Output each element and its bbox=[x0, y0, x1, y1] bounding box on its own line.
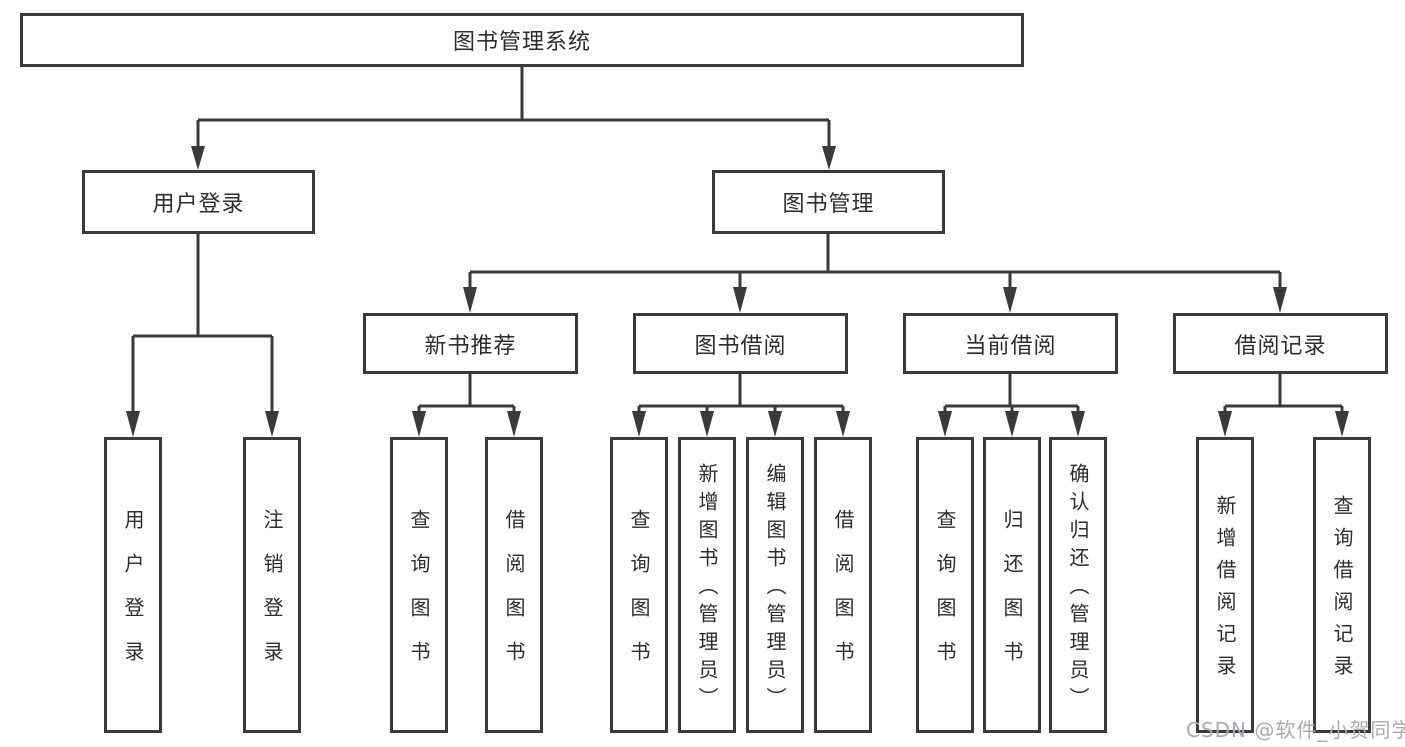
node-new-book-recommend-label: 新书推荐 bbox=[424, 333, 517, 359]
leaf-current-return-label: 归还图书 bbox=[1000, 509, 1024, 685]
leaf-records-add: 新增借阅记录 bbox=[1196, 437, 1254, 733]
node-user-login: 用户登录 bbox=[82, 170, 315, 234]
leaf-borrow-edit-admin-label: 编辑图书（管理员） bbox=[763, 463, 787, 715]
leaf-current-query: 查询图书 bbox=[916, 437, 974, 733]
leaf-current-return: 归还图书 bbox=[983, 437, 1041, 733]
leaf-borrow-add-admin-label: 新增图书（管理员） bbox=[695, 463, 719, 715]
leaf-records-add-label: 新增借阅记录 bbox=[1213, 495, 1237, 687]
leaf-current-confirm-admin-label: 确认归还（管理员） bbox=[1066, 463, 1090, 715]
node-book-borrow-label: 图书借阅 bbox=[694, 333, 787, 359]
node-borrow-records: 借阅记录 bbox=[1173, 313, 1388, 374]
leaf-records-query-label: 查询借阅记录 bbox=[1330, 495, 1354, 687]
node-root-label: 图书管理系统 bbox=[452, 30, 591, 55]
leaf-logout: 注销登录 bbox=[243, 437, 301, 733]
leaf-newbook-borrow-label: 借阅图书 bbox=[502, 509, 526, 685]
leaf-current-query-label: 查询图书 bbox=[933, 509, 957, 685]
leaf-user-login-label: 用户登录 bbox=[121, 509, 145, 685]
node-book-management-label: 图书管理 bbox=[782, 192, 875, 217]
arrow-down-icons bbox=[126, 146, 1349, 437]
node-book-management: 图书管理 bbox=[712, 170, 945, 234]
leaf-borrow-book: 借阅图书 bbox=[814, 437, 872, 733]
leaf-borrow-query-label: 查询图书 bbox=[627, 509, 651, 685]
leaf-user-login: 用户登录 bbox=[104, 437, 162, 733]
leaf-borrow-add-admin: 新增图书（管理员） bbox=[678, 437, 736, 733]
node-user-login-label: 用户登录 bbox=[152, 192, 245, 217]
node-new-book-recommend: 新书推荐 bbox=[363, 313, 578, 374]
csdn-watermark: CSDN @软件_小贺同学 bbox=[1186, 718, 1405, 742]
leaf-newbook-borrow: 借阅图书 bbox=[485, 437, 543, 733]
leaf-records-query: 查询借阅记录 bbox=[1313, 437, 1371, 733]
leaf-newbook-query: 查询图书 bbox=[390, 437, 448, 733]
leaf-borrow-edit-admin: 编辑图书（管理员） bbox=[746, 437, 804, 733]
node-root: 图书管理系统 bbox=[20, 13, 1024, 67]
node-book-borrow: 图书借阅 bbox=[633, 313, 848, 374]
leaf-newbook-query-label: 查询图书 bbox=[407, 509, 431, 685]
node-current-borrow-label: 当前借阅 bbox=[964, 333, 1057, 359]
node-current-borrow: 当前借阅 bbox=[903, 313, 1118, 374]
leaf-current-confirm-admin: 确认归还（管理员） bbox=[1049, 437, 1107, 733]
leaf-borrow-book-label: 借阅图书 bbox=[831, 509, 855, 685]
leaf-logout-label: 注销登录 bbox=[260, 509, 284, 685]
leaf-borrow-query: 查询图书 bbox=[610, 437, 668, 733]
node-borrow-records-label: 借阅记录 bbox=[1234, 333, 1327, 359]
